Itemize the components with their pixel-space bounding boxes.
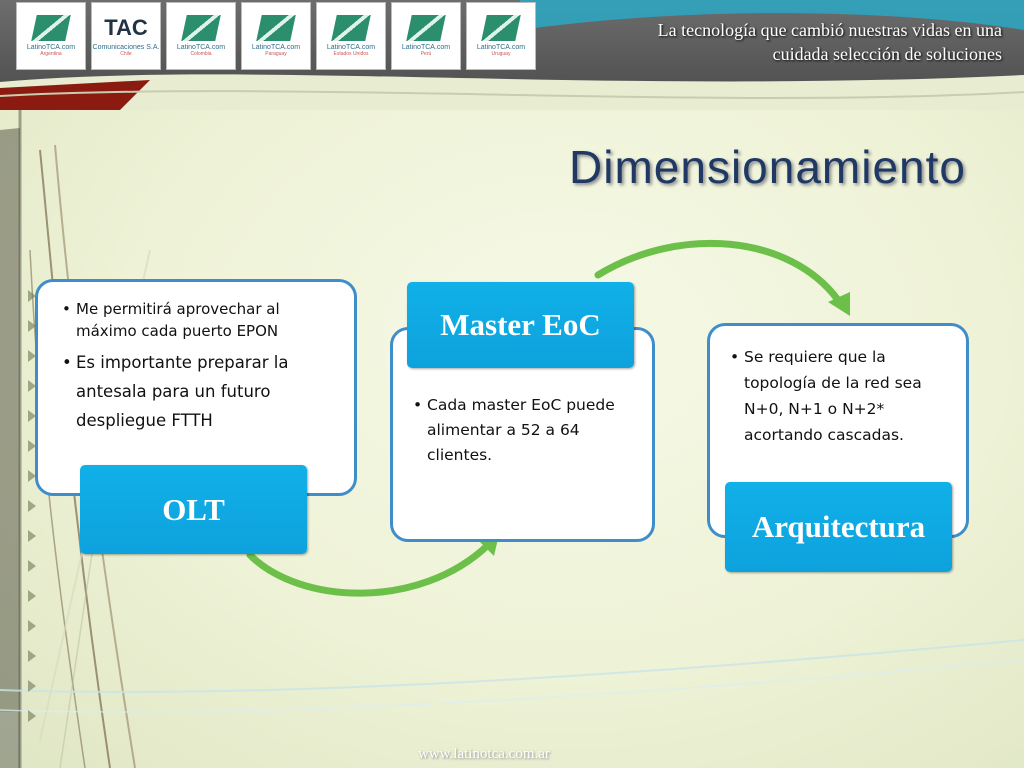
master-eoc-bullets: Cada master EoC puede alimentar a 52 a 6…	[413, 393, 638, 468]
logo-country: Colombia	[190, 51, 212, 57]
tagline-line-1: La tecnología que cambió nuestras vidas …	[657, 20, 1002, 40]
arquitectura-bullets: Se requiere que la topología de la red s…	[730, 344, 954, 448]
logo-name: LatinoTCA.com	[176, 44, 226, 51]
olt-bullets: Me permitirá aprovechar al máximo cada p…	[62, 298, 340, 435]
slide-title: Dimensionamiento	[569, 141, 966, 193]
olt-description-box: Me permitirá aprovechar al máximo cada p…	[35, 279, 357, 496]
logo-name: Comunicaciones S.A.	[92, 44, 160, 51]
logo-country: Estados Unidos	[333, 51, 369, 57]
header-wave	[0, 0, 1024, 110]
master-eoc-label: Master EoC	[407, 282, 634, 368]
header-tagline: La tecnología que cambió nuestras vidas …	[658, 18, 1002, 66]
olt-label: OLT	[80, 465, 307, 554]
tagline-line-2: cuidada selección de soluciones	[772, 44, 1002, 64]
logo-country: Perú	[420, 51, 432, 57]
logo-country: Paraguay	[265, 51, 287, 57]
logo-name: LatinoTCA.com	[26, 44, 76, 51]
footer-url[interactable]: www.latinotca.com.ar	[418, 746, 550, 762]
logo-name: LatinoTCA.com	[401, 44, 451, 51]
list-item: Me permitirá aprovechar al máximo cada p…	[62, 298, 340, 342]
logo-name: LatinoTCA.com	[476, 44, 526, 51]
logo-country: Chile	[120, 51, 132, 57]
list-item: Cada master EoC puede alimentar a 52 a 6…	[413, 393, 638, 468]
logo-name: LatinoTCA.com	[251, 44, 301, 51]
list-item: Se requiere que la topología de la red s…	[730, 344, 954, 448]
logo-country: Argentina	[40, 51, 62, 57]
logo-brand: TAC	[104, 15, 148, 40]
list-item: Es importante preparar la antesala para …	[62, 348, 340, 435]
logo-country: Uruguay	[491, 51, 511, 57]
arrow-head-icon	[828, 292, 850, 316]
logo-name: LatinoTCA.com	[326, 44, 376, 51]
logo-chile[interactable]: TAC Comunicaciones S.A.Chile	[91, 2, 161, 70]
arquitectura-label: Arquitectura	[725, 482, 952, 572]
